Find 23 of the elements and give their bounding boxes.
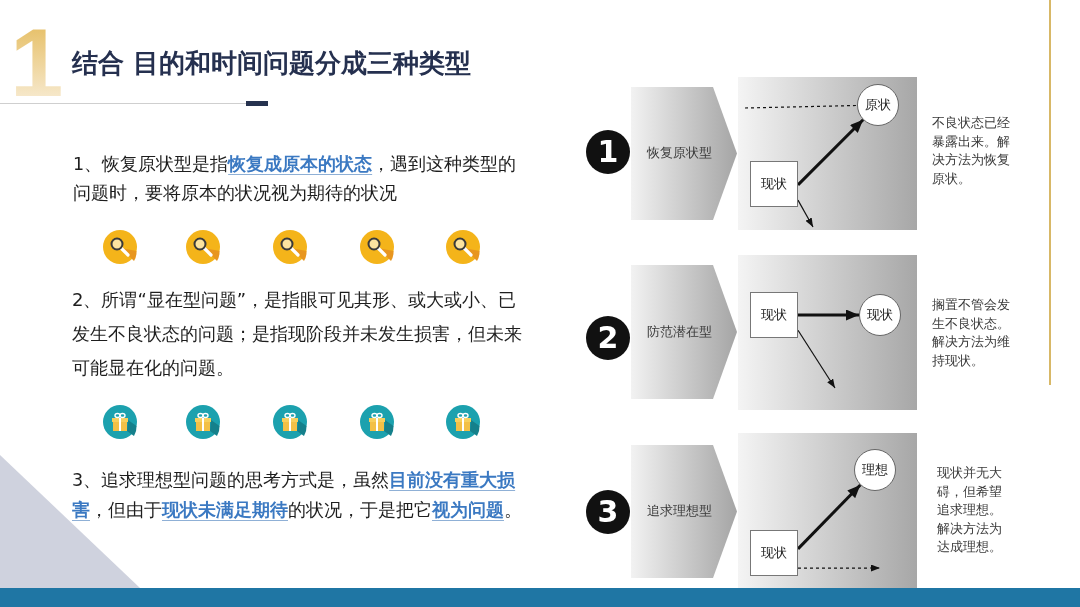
status-box: 现状 <box>750 530 798 576</box>
status-box: 现状 <box>750 292 798 338</box>
dashed-arrow <box>797 564 881 572</box>
number-badge: 2 <box>586 316 630 360</box>
slide-title: 结合 目的和时间问题分成三种类型 <box>72 47 472 80</box>
arrow <box>797 329 836 389</box>
number-badge: 1 <box>586 130 630 174</box>
thick-arrow <box>798 309 859 321</box>
description-text: 不良状态已经暴露出来。解决方法为恢复原状。 <box>932 114 1011 188</box>
chevron-shape: 恢复原状型 <box>631 87 737 220</box>
description-text: 现状并无大碍，但希望追求理想。解决方法为达成理想。 <box>937 464 1003 556</box>
paragraph: 3、追求理想型问题的思考方式是，虽然目前没有重大损害，但由于现状未满足期待的状况，于是把它视为问题。 <box>72 469 522 522</box>
description-text: 搁置不管会发生不良状态。解决方法为维持现状。 <box>932 296 1011 370</box>
arrow <box>797 199 814 228</box>
thick-arrow <box>796 483 862 550</box>
paragraph: 2、所谓“显在型问题”，是指眼可见其形、或大或小、已发生不良状态的问题；是指现阶段并未发生损害，但未来可能显在化的问题。 <box>72 288 523 380</box>
status-box: 现状 <box>750 161 798 207</box>
dashed-line <box>744 104 858 109</box>
thick-arrow <box>796 118 865 186</box>
paragraph: 1、恢复原状型是指恢复成原本的状态，遇到这种类型的问题时，要将原本的状况视为期待的状况 <box>73 153 518 205</box>
chevron-shape: 防范潜在型 <box>631 265 737 399</box>
chevron-shape: 追求理想型 <box>631 445 737 578</box>
number-badge: 3 <box>586 490 630 534</box>
